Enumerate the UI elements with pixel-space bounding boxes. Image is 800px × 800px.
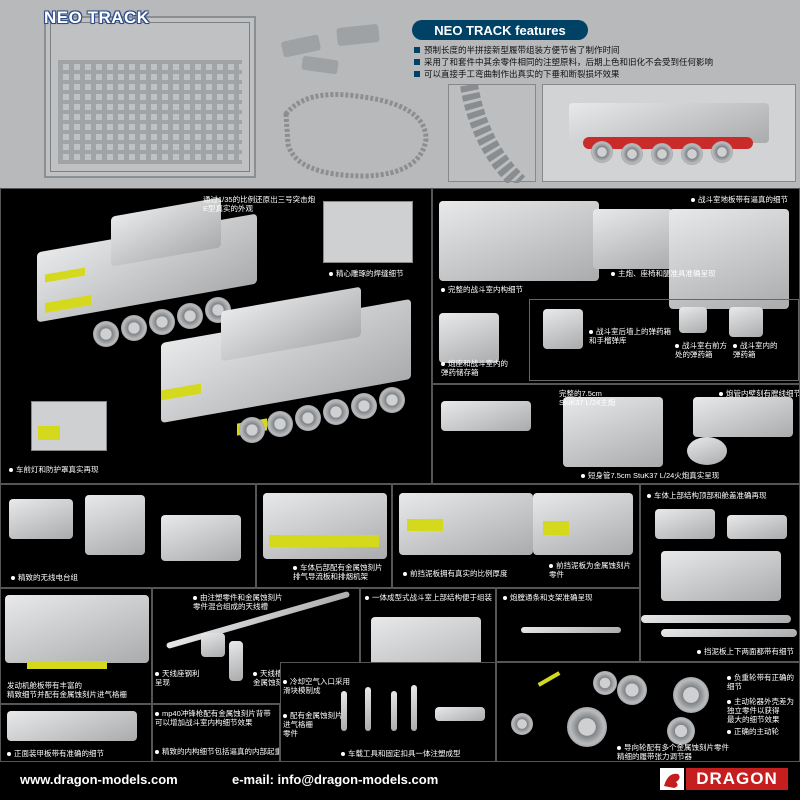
caption-road-wheels: 负重轮带有正确的细节 — [727, 673, 794, 691]
website-link[interactable]: www.dragon-models.com — [20, 772, 178, 787]
front-armor-panel: 正面装甲板带有准确的细节 — [0, 704, 152, 762]
caption-sprocket-correct: 正确的主动轮 — [727, 727, 779, 736]
caption-fender-upper-lower: 挡泥板上下两面都带有细节 — [697, 647, 794, 656]
caption-seats: 主炮、座椅和腿准具准确呈现 — [611, 269, 716, 278]
headlight-inset — [31, 401, 107, 451]
caption-mixed-parts: 由注塑零件和金属蚀刻片零件混合组成的天线槽 — [193, 593, 283, 611]
mp40-panel: mp40冲锋枪配有金属蚀刻片背带可以增加战斗室内构细节效果 精致的内构细节包括逼… — [152, 704, 280, 762]
sprue-inner-frame — [50, 22, 250, 172]
caption-mp40: mp40冲锋枪配有金属蚀刻片背带可以增加战斗室内构细节效果 — [155, 709, 271, 727]
feature-item: 可以直接手工弯曲制作出真实的下垂和断裂损坏效果 — [414, 68, 794, 80]
dragon-logo: DRAGON — [660, 764, 788, 794]
caption-engine-deck: 发动机舱板带有丰富的精致细节并配有金属蚀刻片进气格栅 — [7, 681, 127, 699]
caption-ammo-rack-wall: 战斗室后墙上的弹药箱和手榴弹库 — [589, 327, 671, 345]
tools-panel: 冷却空气入口采用滑块模制成 配有金属蚀刻片进气格栅零件 车载工具和固定扣具一体注… — [280, 662, 496, 762]
hull-with-track-photo — [542, 84, 796, 182]
weld-detail-inset — [323, 201, 413, 263]
caption-radio: 精致的无线电台组 — [11, 573, 78, 582]
caption-idler: 导向轮配有多个金属蚀刻片零件精细的履带张力调节器 — [617, 743, 729, 761]
caption-interior: 完整的战斗室内构细节 — [441, 285, 523, 294]
caption-weld-detail: 精心雕琢的焊缝细节 — [329, 269, 404, 278]
email-link[interactable]: e-mail: info@dragon-models.com — [232, 772, 439, 787]
caption-ammo-front: 战斗室右前方处的弹药箱 — [675, 341, 727, 359]
caption-one-piece-upper: 一体成型式战斗室上部结构便于组装 — [365, 593, 492, 602]
caption-fender-thickness: 前挡泥板拥有真实的比例厚度 — [403, 569, 508, 578]
features-badge: NEO TRACK features — [412, 20, 588, 40]
caption-ammo-inner: 战斗室内的弹药箱 — [733, 341, 778, 359]
caption-cooling-inlet: 冷却空气入口采用滑块模制成 — [283, 677, 350, 695]
cleaning-rod-panel: 炮膛通条和支架准确呈现 — [496, 588, 640, 662]
track-bend-photo — [448, 83, 536, 190]
caption-tools: 车载工具和固定扣具一体注塑成型 — [341, 749, 461, 758]
caption-antenna-base: 天线座钢利呈现 — [155, 669, 200, 687]
caption-drive-sprocket: 主动轮器外壳差为独立零件以获得最大的细节效果 — [727, 697, 794, 724]
caption-headlight: 车前灯和防护罩真实再现 — [9, 465, 99, 474]
caption-interior-walls: 战斗室地板带有逼真的细节 — [691, 195, 788, 204]
running-gear-panel: 负重轮带有正确的细节 主动轮器外壳差为独立零件以获得最大的细节效果 正确的主动轮… — [496, 662, 800, 762]
caption-front-armor: 正面装甲板带有准确的细节 — [7, 749, 104, 758]
track-links-grid — [58, 60, 242, 164]
bullet-icon — [414, 71, 420, 77]
caption-ammo-storage: 炮座和战斗室内的弹药储存箱 — [441, 359, 508, 377]
caption-cleaning-rod: 炮膛通条和支架准确呈现 — [503, 593, 593, 602]
radio-panel: 精致的无线电台组 — [0, 484, 256, 588]
track-links-closeup — [280, 18, 392, 78]
feature-item: 采用了和套件中其余零件相同的注塑原料，后期上色和旧化不会受到任何影响 — [414, 56, 794, 68]
neo-track-title: NEO TRACK — [44, 8, 150, 27]
caption-barrel-rifling: 炮管内壁刻有膛线细节 — [719, 389, 799, 398]
feature-item: 预制长度的半拼接新型履带组装方便节省了制作时间 — [414, 44, 794, 56]
interior-panel: 战斗室地板带有逼真的细节 主炮、座椅和腿准具准确呈现 完整的战斗室内构细节 战斗… — [432, 188, 800, 384]
caption-short-barrel: 短身管7.5cm StuK37 L/24火炮真实呈现 — [581, 471, 719, 480]
features-list: 预制长度的半拼接新型履带组装方便节省了制作时间 采用了和套件中其余零件相同的注塑… — [414, 44, 794, 80]
bullet-icon — [414, 47, 420, 53]
caption-interior-parts: 精致的内构细节包括逼真的内部起重钩 — [155, 747, 279, 756]
caption-pe-grille: 配有金属蚀刻片进气格栅零件 — [283, 711, 343, 738]
track-loop-image — [276, 84, 436, 182]
caption-rear-plate: 车体后部配有金属蚀刻片排气导流板和排烟机架 — [293, 563, 383, 581]
bullet-icon — [414, 59, 420, 65]
brand-name: DRAGON — [696, 769, 778, 788]
ammo-box-frame — [529, 299, 799, 381]
sprue-frame-image — [44, 16, 256, 178]
rear-plate-panel: 车体后部配有金属蚀刻片排气导流板和排烟机架 — [256, 484, 392, 588]
hull-top-panel: 车体上部结构顶部和舱盖准确再现 挡泥板上下两面都带有细节 — [640, 484, 800, 662]
fender-panel: 前挡泥板拥有真实的比例厚度 前挡泥板为金属蚀刻片零件 — [392, 484, 640, 588]
engine-deck-panel: 发动机舱板带有丰富的精致细节并配有金属蚀刻片进气格栅 — [0, 588, 152, 704]
caption-front-fender-pe: 前挡泥板为金属蚀刻片零件 — [549, 561, 631, 579]
caption-hull-top: 车体上部结构顶部和舱盖准确再现 — [647, 491, 767, 500]
